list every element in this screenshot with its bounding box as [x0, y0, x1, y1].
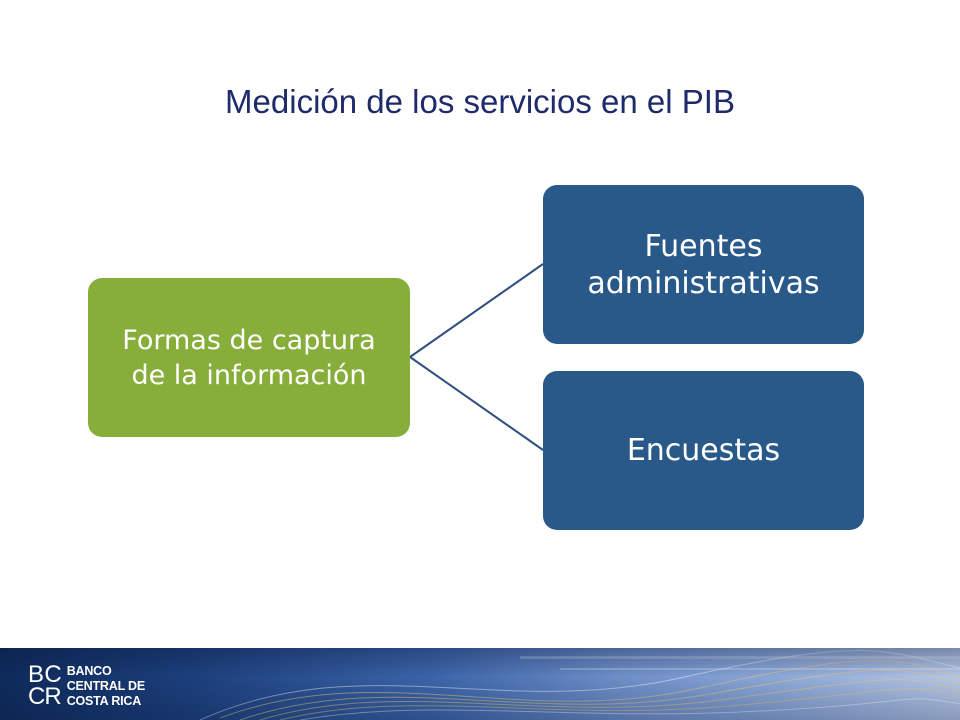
hierarchy-diagram: Formas de captura de la información Fuen…: [88, 185, 864, 530]
connector-line-top: [409, 263, 544, 358]
connector-line-bottom: [409, 356, 544, 451]
root-node-label: Formas de captura de la información: [122, 324, 376, 391]
logo-wordmark: BANCO CENTRAL DE COSTA RICA: [66, 663, 146, 708]
child-node-label: Fuentes administrativas: [587, 228, 820, 301]
child-node-label: Encuestas: [626, 433, 781, 468]
bccr-logo: B C C R BANCO CENTRAL DE COSTA RICA: [28, 660, 198, 712]
footer-shade: [0, 648, 960, 720]
child-node-encuestas: Encuestas: [543, 371, 864, 530]
footer-banner: B C C R BANCO CENTRAL DE COSTA RICA: [0, 648, 960, 720]
slide-title: Medición de los servicios en el PIB: [225, 83, 735, 120]
root-node: Formas de captura de la información: [88, 278, 410, 437]
logo-mark: B C C R: [28, 661, 62, 710]
child-node-fuentes: Fuentes administrativas: [543, 185, 864, 344]
footer-wave-graphic: [199, 650, 960, 720]
diagram-connectors: [409, 263, 544, 451]
